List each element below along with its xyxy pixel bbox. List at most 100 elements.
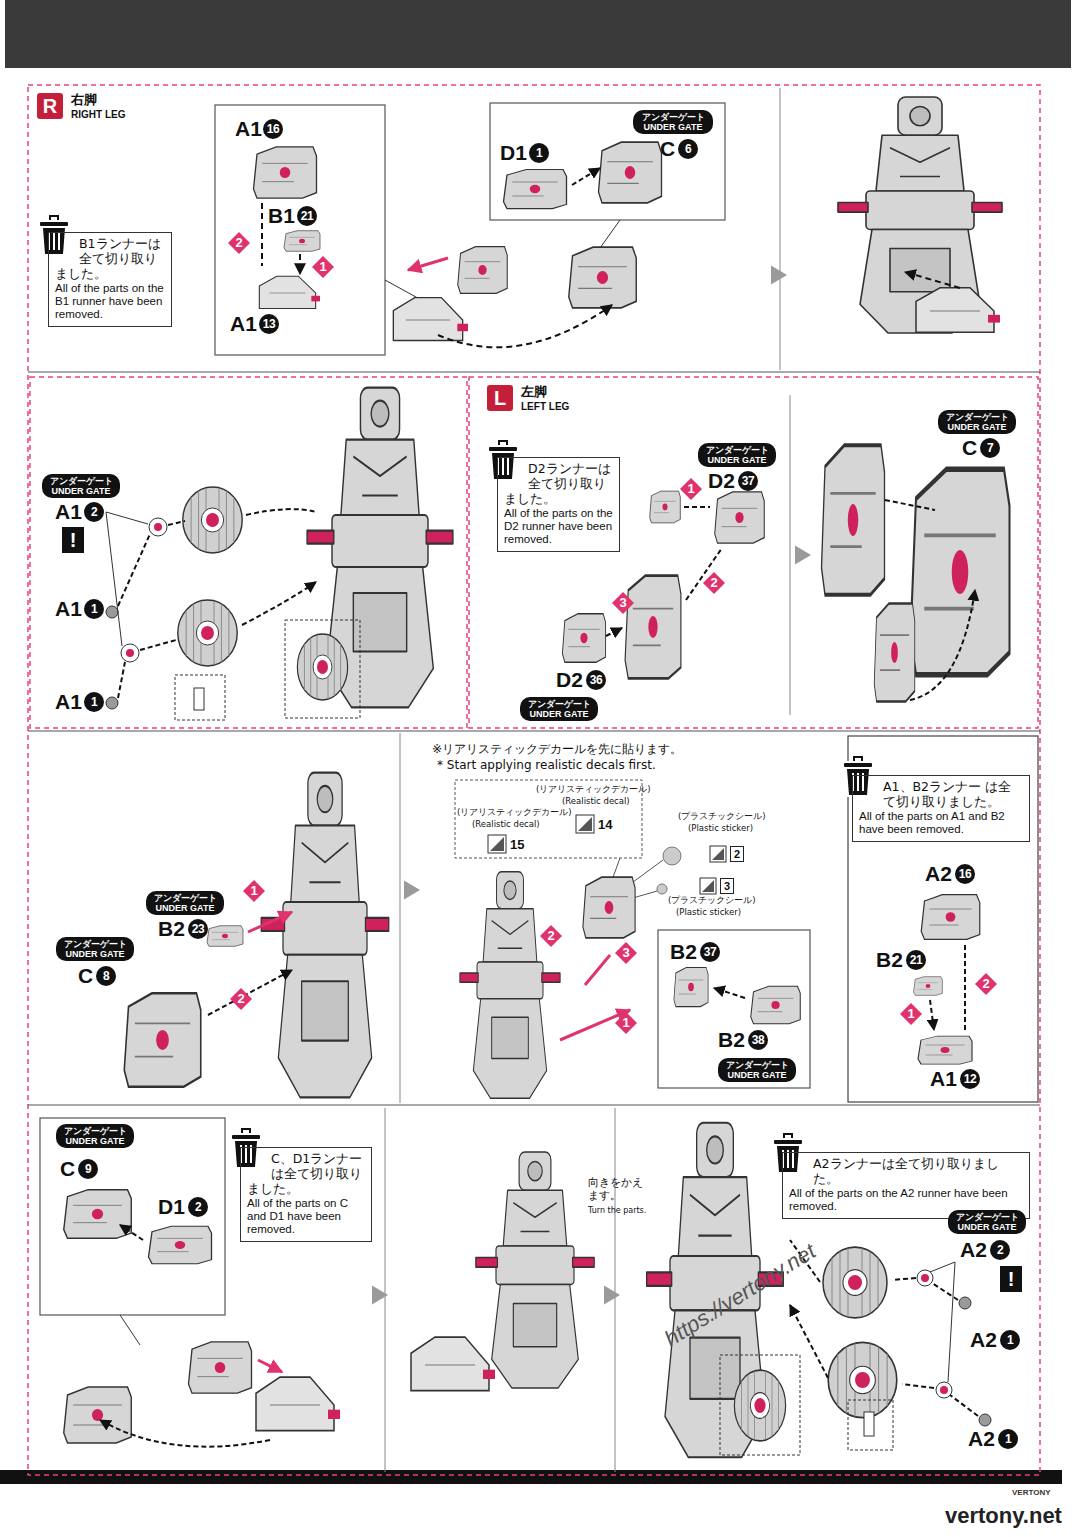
note-text: Turn the parts. xyxy=(588,1206,646,1216)
part-code: A1 xyxy=(55,500,82,524)
step-number: 2 xyxy=(228,232,250,254)
part-number: 2 xyxy=(188,1197,208,1217)
part-number: 16 xyxy=(955,864,975,884)
part-number: 1 xyxy=(84,692,104,712)
part-number: 37 xyxy=(738,471,758,491)
node-text: アンダーゲート xyxy=(45,476,117,486)
part-number: 9 xyxy=(78,1159,98,1179)
node-text: UNDER GATE xyxy=(45,486,117,496)
node-text: アンダーゲート xyxy=(149,893,221,903)
node-text: 3 xyxy=(721,879,733,893)
part-number: 1 xyxy=(529,143,549,163)
node-text: All of the parts on the D2 runner have b… xyxy=(504,507,613,546)
node-text: アンダーゲート xyxy=(951,1212,1023,1222)
sticker-label: (Realistic decal) xyxy=(562,796,630,807)
trash-icons xyxy=(38,216,874,1174)
part-code: A1 xyxy=(55,597,82,621)
node-text: ! xyxy=(62,527,84,553)
node-text: D2ランナーは 全て切り取り ました。 xyxy=(504,461,613,506)
watermark: https://vertony.net xyxy=(660,1238,821,1352)
part-code: C xyxy=(60,1157,75,1181)
sticker-number: 3 xyxy=(720,878,734,894)
sticker-label: (Realistic decal) xyxy=(472,819,540,830)
decal-number: 15 xyxy=(510,837,524,853)
node-text: UNDER GATE xyxy=(59,1136,131,1146)
node-text: アンダーゲート xyxy=(523,699,595,709)
part-number: 6 xyxy=(678,139,698,159)
node-text: アンダーゲート xyxy=(636,112,710,122)
step-number: 3 xyxy=(612,592,634,614)
page-frame xyxy=(0,0,1071,1484)
note-text: * Start applying realistic decals first. xyxy=(437,758,656,773)
part-code: D2 xyxy=(708,469,735,493)
node-text: LEFT LEG xyxy=(521,401,569,413)
node-text: UNDER GATE xyxy=(59,949,131,959)
part-number: 21 xyxy=(297,206,317,226)
runner-note: C、D1ランナー は全て切り取り ました。All of the parts on… xyxy=(240,1147,372,1242)
runner-note: A2ランナーは全て切り取りました。All of the parts on the… xyxy=(782,1152,1030,1219)
part-code: A2 xyxy=(968,1427,995,1451)
node-text: C、D1ランナー は全て切り取り ました。 xyxy=(247,1151,365,1196)
part-code: B2 xyxy=(158,917,185,941)
node-text: A2ランナーは全て切り取りました。 xyxy=(789,1156,1023,1186)
node-text: UNDER GATE xyxy=(149,903,221,913)
icon-space xyxy=(789,1156,813,1184)
watermark: vertony.net xyxy=(945,1503,1062,1529)
icon-space xyxy=(504,461,528,489)
node-text: 2 xyxy=(731,847,743,861)
part-number: 13 xyxy=(259,314,279,334)
part-number: 38 xyxy=(748,1030,768,1050)
part-code: A1 xyxy=(55,690,82,714)
part-number: 23 xyxy=(188,919,208,939)
node-text: A1、B2ランナー は全て切り取りました。 xyxy=(859,779,1023,809)
node-text: UNDER GATE xyxy=(636,122,710,132)
sticker-label: (リアリスティックデカール) xyxy=(457,807,572,818)
part-number: 2 xyxy=(84,502,104,522)
part-number: 1 xyxy=(998,1429,1018,1449)
under-gate-badge: アンダーゲートUNDER GATE xyxy=(948,1210,1026,1234)
part-code: D1 xyxy=(500,141,527,165)
step-number: 2 xyxy=(540,925,562,947)
part-code: D1 xyxy=(158,1195,185,1219)
node-text: アンダーゲート xyxy=(941,412,1013,422)
node-text: L xyxy=(487,385,513,411)
step-number: 2 xyxy=(703,572,725,594)
node-text: ! xyxy=(1000,1266,1022,1292)
node-text: All of the parts on A1 and B2 have been … xyxy=(859,810,1023,836)
logo-text: VERTONY xyxy=(1012,1488,1051,1497)
runner-note: B1ランナーは 全て切り取り ました。All of the parts on t… xyxy=(48,232,172,327)
sticker-label: (プラスチックシール) xyxy=(678,811,766,822)
icon-space xyxy=(859,779,883,807)
section-badge: L 左脚LEFT LEG xyxy=(487,385,607,415)
step-number: 3 xyxy=(615,942,637,964)
left-leg-step-1 xyxy=(562,445,1009,701)
section-badge: R右脚RIGHT LEG xyxy=(37,93,157,123)
icon-space xyxy=(247,1151,271,1179)
part-code: D2 xyxy=(556,668,583,692)
runner-note: A1、B2ランナー は全て切り取りました。All of the parts on… xyxy=(852,775,1030,842)
part-code: C xyxy=(78,964,93,988)
step-number: 1 xyxy=(680,478,702,500)
part-number: 2 xyxy=(990,1240,1010,1260)
part-number: 8 xyxy=(96,966,116,986)
step-number: 1 xyxy=(900,1003,922,1025)
step-number: 1 xyxy=(312,256,334,278)
part-code: B2 xyxy=(670,940,697,964)
step-number: 1 xyxy=(615,1012,637,1034)
under-gate-badge: アンダーゲートUNDER GATE xyxy=(146,891,224,915)
node-text: All of the parts on C and D1 have been r… xyxy=(247,1197,365,1236)
part-number: 21 xyxy=(906,950,926,970)
under-gate-badge: アンダーゲートUNDER GATE xyxy=(718,1058,796,1082)
part-number: 1 xyxy=(1000,1330,1020,1350)
node-text: 左脚 xyxy=(521,384,547,400)
part-code: B2 xyxy=(718,1028,745,1052)
part-code: C xyxy=(962,436,977,460)
node-text: R xyxy=(37,93,63,119)
under-gate-badge: アンダーゲートUNDER GATE xyxy=(633,110,713,134)
part-number: 1 xyxy=(84,599,104,619)
note-text: ※リアリスティックデカールを先に貼ります。 xyxy=(432,742,682,757)
node-text: UNDER GATE xyxy=(951,1222,1023,1232)
part-code: B2 xyxy=(876,948,903,972)
sticker-label: (Plastic sticker) xyxy=(688,823,753,834)
